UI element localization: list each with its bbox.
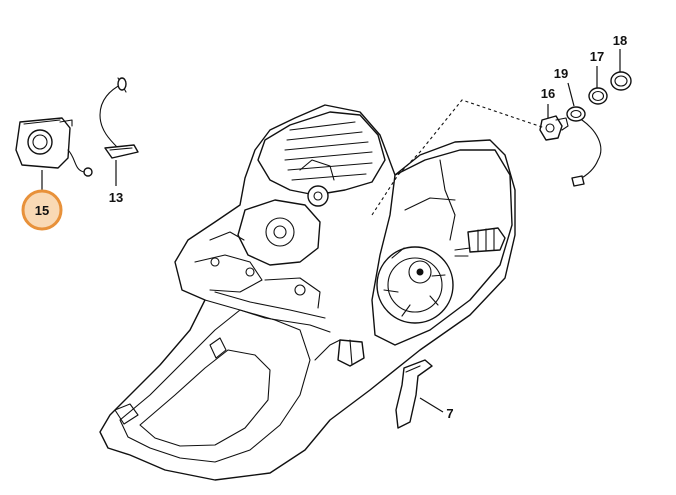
callout-17: 17 — [590, 49, 604, 64]
leader-7 — [419, 397, 444, 413]
callout-13: 13 — [109, 190, 123, 205]
callout-16: 16 — [541, 86, 555, 101]
crankcase-housing — [99, 104, 516, 481]
callout-15: 15 — [35, 203, 49, 218]
assembly-dashed-line — [371, 99, 546, 216]
callout-18: 18 — [613, 33, 627, 48]
callout-15-highlight-ring — [21, 189, 63, 231]
part-18-ring-nut — [610, 71, 632, 91]
callout-7: 7 — [446, 406, 453, 421]
callout-19: 19 — [554, 66, 568, 81]
part-7-plate — [395, 359, 433, 429]
part-16-plug — [539, 115, 569, 141]
part-13-contact — [99, 77, 139, 159]
part-17-o-ring — [588, 87, 608, 105]
part-19-ring-with-lead — [566, 106, 602, 187]
part-15-gasket — [15, 117, 93, 177]
leader-19 — [567, 82, 575, 107]
